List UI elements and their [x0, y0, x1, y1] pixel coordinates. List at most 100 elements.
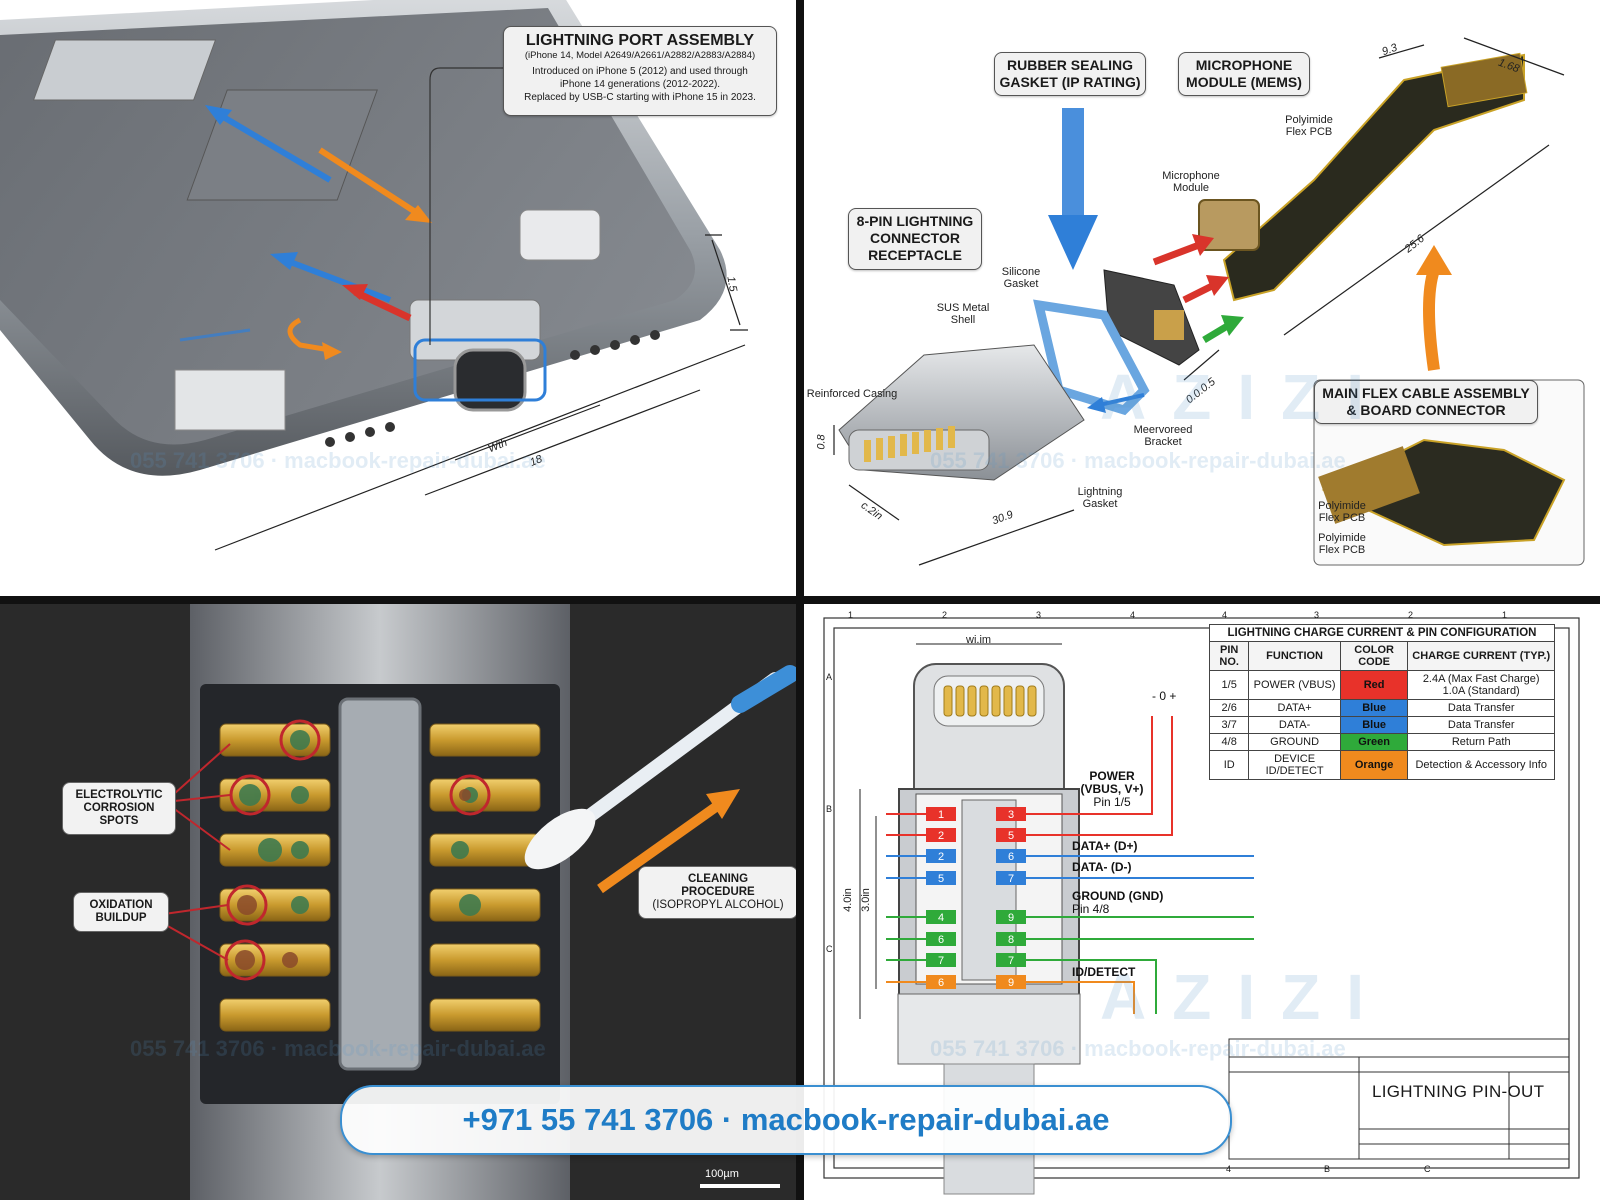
- dimension-3-0: 3.0in: [859, 888, 872, 912]
- grid-ref-top-1: 1: [848, 610, 854, 620]
- power-label: POWER (VBUS, V+) Pin 1/5: [1072, 770, 1152, 809]
- corrosion-callout-line-2: CORROSION: [83, 802, 155, 814]
- cleaning-callout: CLEANING PROCEDURE (ISOPROPYL ALCOHOL): [638, 866, 796, 919]
- pin-table-header-pin: PIN NO.: [1208, 641, 1250, 671]
- pin-table-header-function: FUNCTION: [1248, 641, 1341, 671]
- pin-left-rect: [926, 849, 956, 863]
- pin-left-rect: [926, 953, 956, 967]
- pin-left-number: 6: [938, 934, 944, 946]
- pin-left-rect: [926, 871, 956, 885]
- label-polyimide-top: Polyimide Flex PCB: [1285, 114, 1333, 138]
- grid-ref-side-a: A: [826, 672, 833, 682]
- corrosion-callout: ELECTROLYTIC CORROSION SPOTS: [62, 782, 176, 835]
- pin-left-rect: [926, 932, 956, 946]
- corrosion-callout-line-1: ELECTROLYTIC: [75, 789, 163, 801]
- port-assembly-note-2: iPhone 14 generations (2012-2022).: [559, 79, 721, 90]
- label-silicone-gasket: Silicone Gasket: [1001, 266, 1041, 290]
- label-meervoreed-bracket: Meervoreed Bracket: [1133, 424, 1193, 448]
- pin-right-rect: [996, 910, 1026, 924]
- label-reinforced-casing: Reinforced Casing: [806, 388, 898, 400]
- dimension-0-8: 0.8: [815, 434, 828, 450]
- pin-right-rect: [996, 871, 1026, 885]
- pin-configuration-table: LIGHTNING CHARGE CURRENT & PIN CONFIGURA…: [1208, 624, 1555, 780]
- oxidation-callout-line-2: BUILDUP: [95, 912, 147, 924]
- watermark-contact: 055 741 3706 · macbook-repair-dubai.ae: [130, 448, 546, 473]
- pin-right-number: 5: [1008, 830, 1014, 842]
- ground-label: GROUND (GND) Pin 4/8: [1072, 890, 1163, 916]
- port-assembly-title: LIGHTNING PORT ASSEMBLY: [525, 32, 755, 49]
- port-assembly-models: (iPhone 14, Model A2649/A2661/A2882/A288…: [524, 50, 756, 61]
- pin-table-cell: Return Path: [1407, 733, 1555, 751]
- pin-right-rect: [996, 828, 1026, 842]
- pin-left-rect: [926, 910, 956, 924]
- pin-table-cell: POWER (VBUS): [1248, 670, 1341, 700]
- data-plus-label: DATA+ (D+): [1072, 839, 1138, 853]
- polarity-label: - 0 +: [1152, 689, 1177, 703]
- pin-table-cell: 2/6: [1208, 699, 1250, 717]
- grid-ref-top-6: 3: [1314, 610, 1320, 620]
- port-assembly-note-1: Introduced on iPhone 5 (2012) and used t…: [532, 66, 748, 77]
- pin-left-number: 2: [938, 830, 944, 842]
- grid-ref-top-8: 1: [1502, 610, 1508, 620]
- watermark-brand: AZIZI: [1100, 361, 1390, 433]
- dimension-4-0: 4.0in: [841, 888, 854, 912]
- pin-table-cell: Data Transfer: [1407, 699, 1555, 717]
- port-assembly-callout: LIGHTNING PORT ASSEMBLY (iPhone 14, Mode…: [503, 26, 777, 116]
- pin-right-rect: [996, 849, 1026, 863]
- label-lightning-gasket: Lightning Gasket: [1077, 486, 1123, 510]
- pin-left-number: 7: [938, 955, 944, 967]
- pin-color-swatch: Blue: [1339, 699, 1409, 717]
- port-assembly-note-3: Replaced by USB-C starting with iPhone 1…: [524, 92, 756, 103]
- power-label-line-2: (VBUS, V+): [1080, 782, 1144, 796]
- pin-right-number: 6: [1008, 851, 1014, 863]
- pin-right-number: 9: [1008, 912, 1014, 924]
- pin-table-cell: 2.4A (Max Fast Charge) 1.0A (Standard): [1407, 670, 1555, 700]
- pin-right-number: 3: [1008, 809, 1014, 821]
- ground-label-line-2: Pin 4/8: [1072, 902, 1110, 916]
- grid-ref-bottom-2: B: [1324, 1164, 1331, 1174]
- grid-ref-side-c: C: [826, 944, 833, 954]
- label-microphone-module: Microphone Module: [1162, 170, 1220, 194]
- cleaning-callout-line-3: (ISOPROPYL ALCOHOL): [652, 899, 784, 911]
- iphone-cutaway-illustration: [0, 0, 748, 551]
- pin-table-cell: DATA+: [1248, 699, 1341, 717]
- data-minus-label: DATA- (D-): [1072, 860, 1132, 874]
- pin-table-cell: 3/7: [1208, 716, 1250, 734]
- microphone-callout: MICROPHONE MODULE (MEMS): [1178, 52, 1310, 96]
- pin-left-rect: [926, 807, 956, 821]
- gasket-callout-line-1: RUBBER SEALING: [1006, 57, 1133, 73]
- watermark-contact: 055 741 3706 · macbook-repair-dubai.ae: [130, 1036, 546, 1061]
- pin-table-cell: ID: [1208, 750, 1250, 780]
- pin-left-number: 5: [938, 873, 944, 885]
- pin-table-cell: Data Transfer: [1407, 716, 1555, 734]
- grid-ref-top-7: 2: [1408, 610, 1414, 620]
- signal-route-line: [1066, 981, 1135, 1014]
- watermark-contact: 055 741 3706 · macbook-repair-dubai.ae: [930, 448, 1346, 473]
- corrosion-callout-line-3: SPOTS: [99, 815, 139, 827]
- pin-right-number: 9: [1008, 977, 1014, 989]
- oxidation-callout-line-1: OXIDATION: [89, 899, 153, 911]
- pin-right-rect: [996, 932, 1026, 946]
- power-label-line-3: Pin 1/5: [1093, 795, 1131, 809]
- cleaning-callout-line-1: CLEANING: [687, 873, 749, 885]
- pin-table-cell: Detection & Accessory Info: [1407, 750, 1555, 780]
- power-label-line-1: POWER: [1089, 769, 1135, 783]
- microphone-callout-line-2: MODULE (MEMS): [1186, 74, 1302, 90]
- contact-banner: +971 55 741 3706 · macbook-repair-dubai.…: [340, 1085, 1232, 1155]
- pin-color-swatch: Blue: [1339, 716, 1409, 734]
- pin-right-number: 8: [1008, 934, 1014, 946]
- pin-right-number: 7: [1008, 955, 1014, 967]
- title-block-title: LIGHTNING PIN-OUT: [1372, 1082, 1545, 1101]
- label-polyimide-1: Polyimide Flex PCB: [1318, 500, 1366, 524]
- gasket-callout-line-2: GASKET (IP RATING): [999, 74, 1141, 90]
- pin-left-number: 2: [938, 851, 944, 863]
- grid-ref-bottom-1: 4: [1226, 1164, 1232, 1174]
- pin-table-cell: 1/5: [1208, 670, 1250, 700]
- flex-cable-callout: MAIN FLEX CABLE ASSEMBLY & BOARD CONNECT…: [1314, 380, 1538, 424]
- pin-left-number: 6: [938, 977, 944, 989]
- label-polyimide-2: Polyimide Flex PCB: [1318, 532, 1366, 556]
- exploded-connector-panel: RUBBER SEALING GASKET (IP RATING) MICROP…: [804, 0, 1600, 596]
- pin-right-rect: [996, 953, 1026, 967]
- grid-ref-top-3: 3: [1036, 610, 1042, 620]
